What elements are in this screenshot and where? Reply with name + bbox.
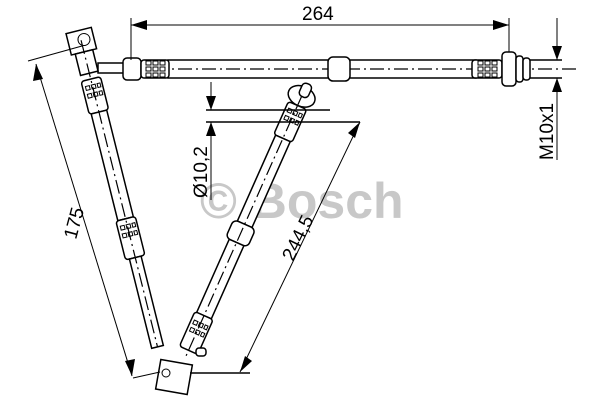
thread-label: M10x1	[537, 103, 558, 160]
watermark: © Bosch	[200, 173, 404, 229]
dimension-264: 264	[130, 4, 510, 60]
diameter-label: Ø10,2	[191, 146, 212, 198]
dimension-diameter: Ø10,2	[191, 82, 360, 200]
dimension-264-label: 264	[302, 4, 334, 25]
dimension-244-5: 244,5	[239, 121, 361, 373]
right-hose	[179, 82, 316, 357]
top-hose	[97, 51, 580, 87]
dimension-thread: M10x1	[537, 18, 562, 160]
left-hose	[65, 26, 165, 350]
dimension-175-label: 175	[61, 205, 89, 241]
bottom-banjo-fitting	[154, 347, 250, 396]
